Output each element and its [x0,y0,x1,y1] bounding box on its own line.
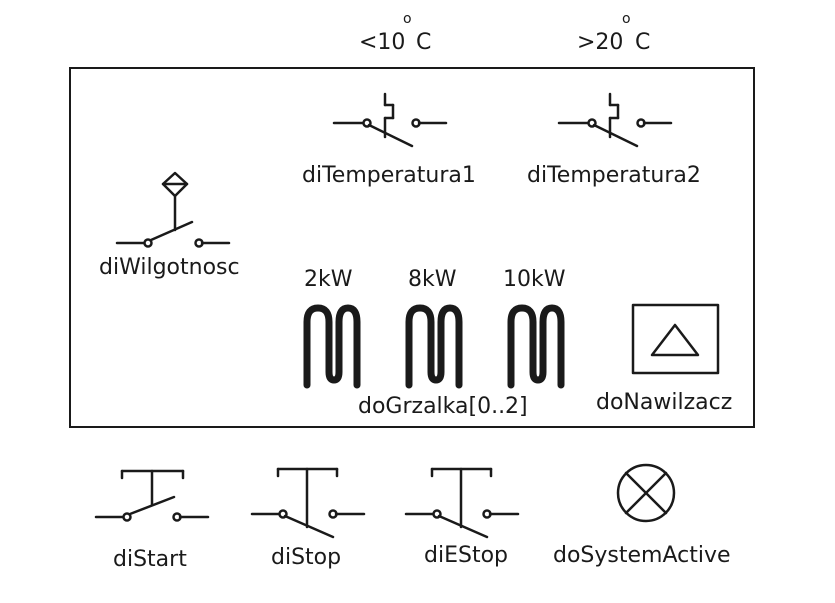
t2-unit: C [635,30,651,55]
start-button-icon[interactable] [94,469,210,522]
system-active-label: doSystemActive [553,543,731,568]
start-label: diStart [113,547,187,572]
heater-2kw-icon [303,304,361,389]
heater-8kw-icon [405,304,463,389]
t1-threshold: <10 [359,30,406,55]
humidifier-icon [631,303,720,375]
heater-power-0: 2kW [304,267,353,292]
estop-label: diEStop [424,543,508,568]
t1-unit: C [416,30,432,55]
humidity-switch-icon [115,171,231,248]
emergency-stop-button-icon[interactable] [404,467,520,539]
heater-10kw-icon [507,304,565,389]
humidity-label: diWilgotnosc [99,255,240,280]
stop-label: diStop [271,545,342,570]
t2-threshold: >20 [577,30,624,55]
heater-power-1: 8kW [408,267,457,292]
stop-button-icon[interactable] [250,467,366,539]
humidifier-label: doNawilzacz [596,390,733,415]
thermostat-switch-2-icon [557,92,673,148]
system-active-lamp-icon [616,463,676,523]
heaters-label: doGrzalka[0..2] [358,394,528,419]
t1-degree-mark: o [403,11,412,27]
control-panel-frame [69,67,755,428]
temperature-1-label: diTemperatura1 [302,163,476,188]
heater-power-2: 10kW [503,267,566,292]
temperature-2-label: diTemperatura2 [527,163,701,188]
thermostat-switch-1-icon [332,92,448,148]
t2-degree-mark: o [622,11,631,27]
